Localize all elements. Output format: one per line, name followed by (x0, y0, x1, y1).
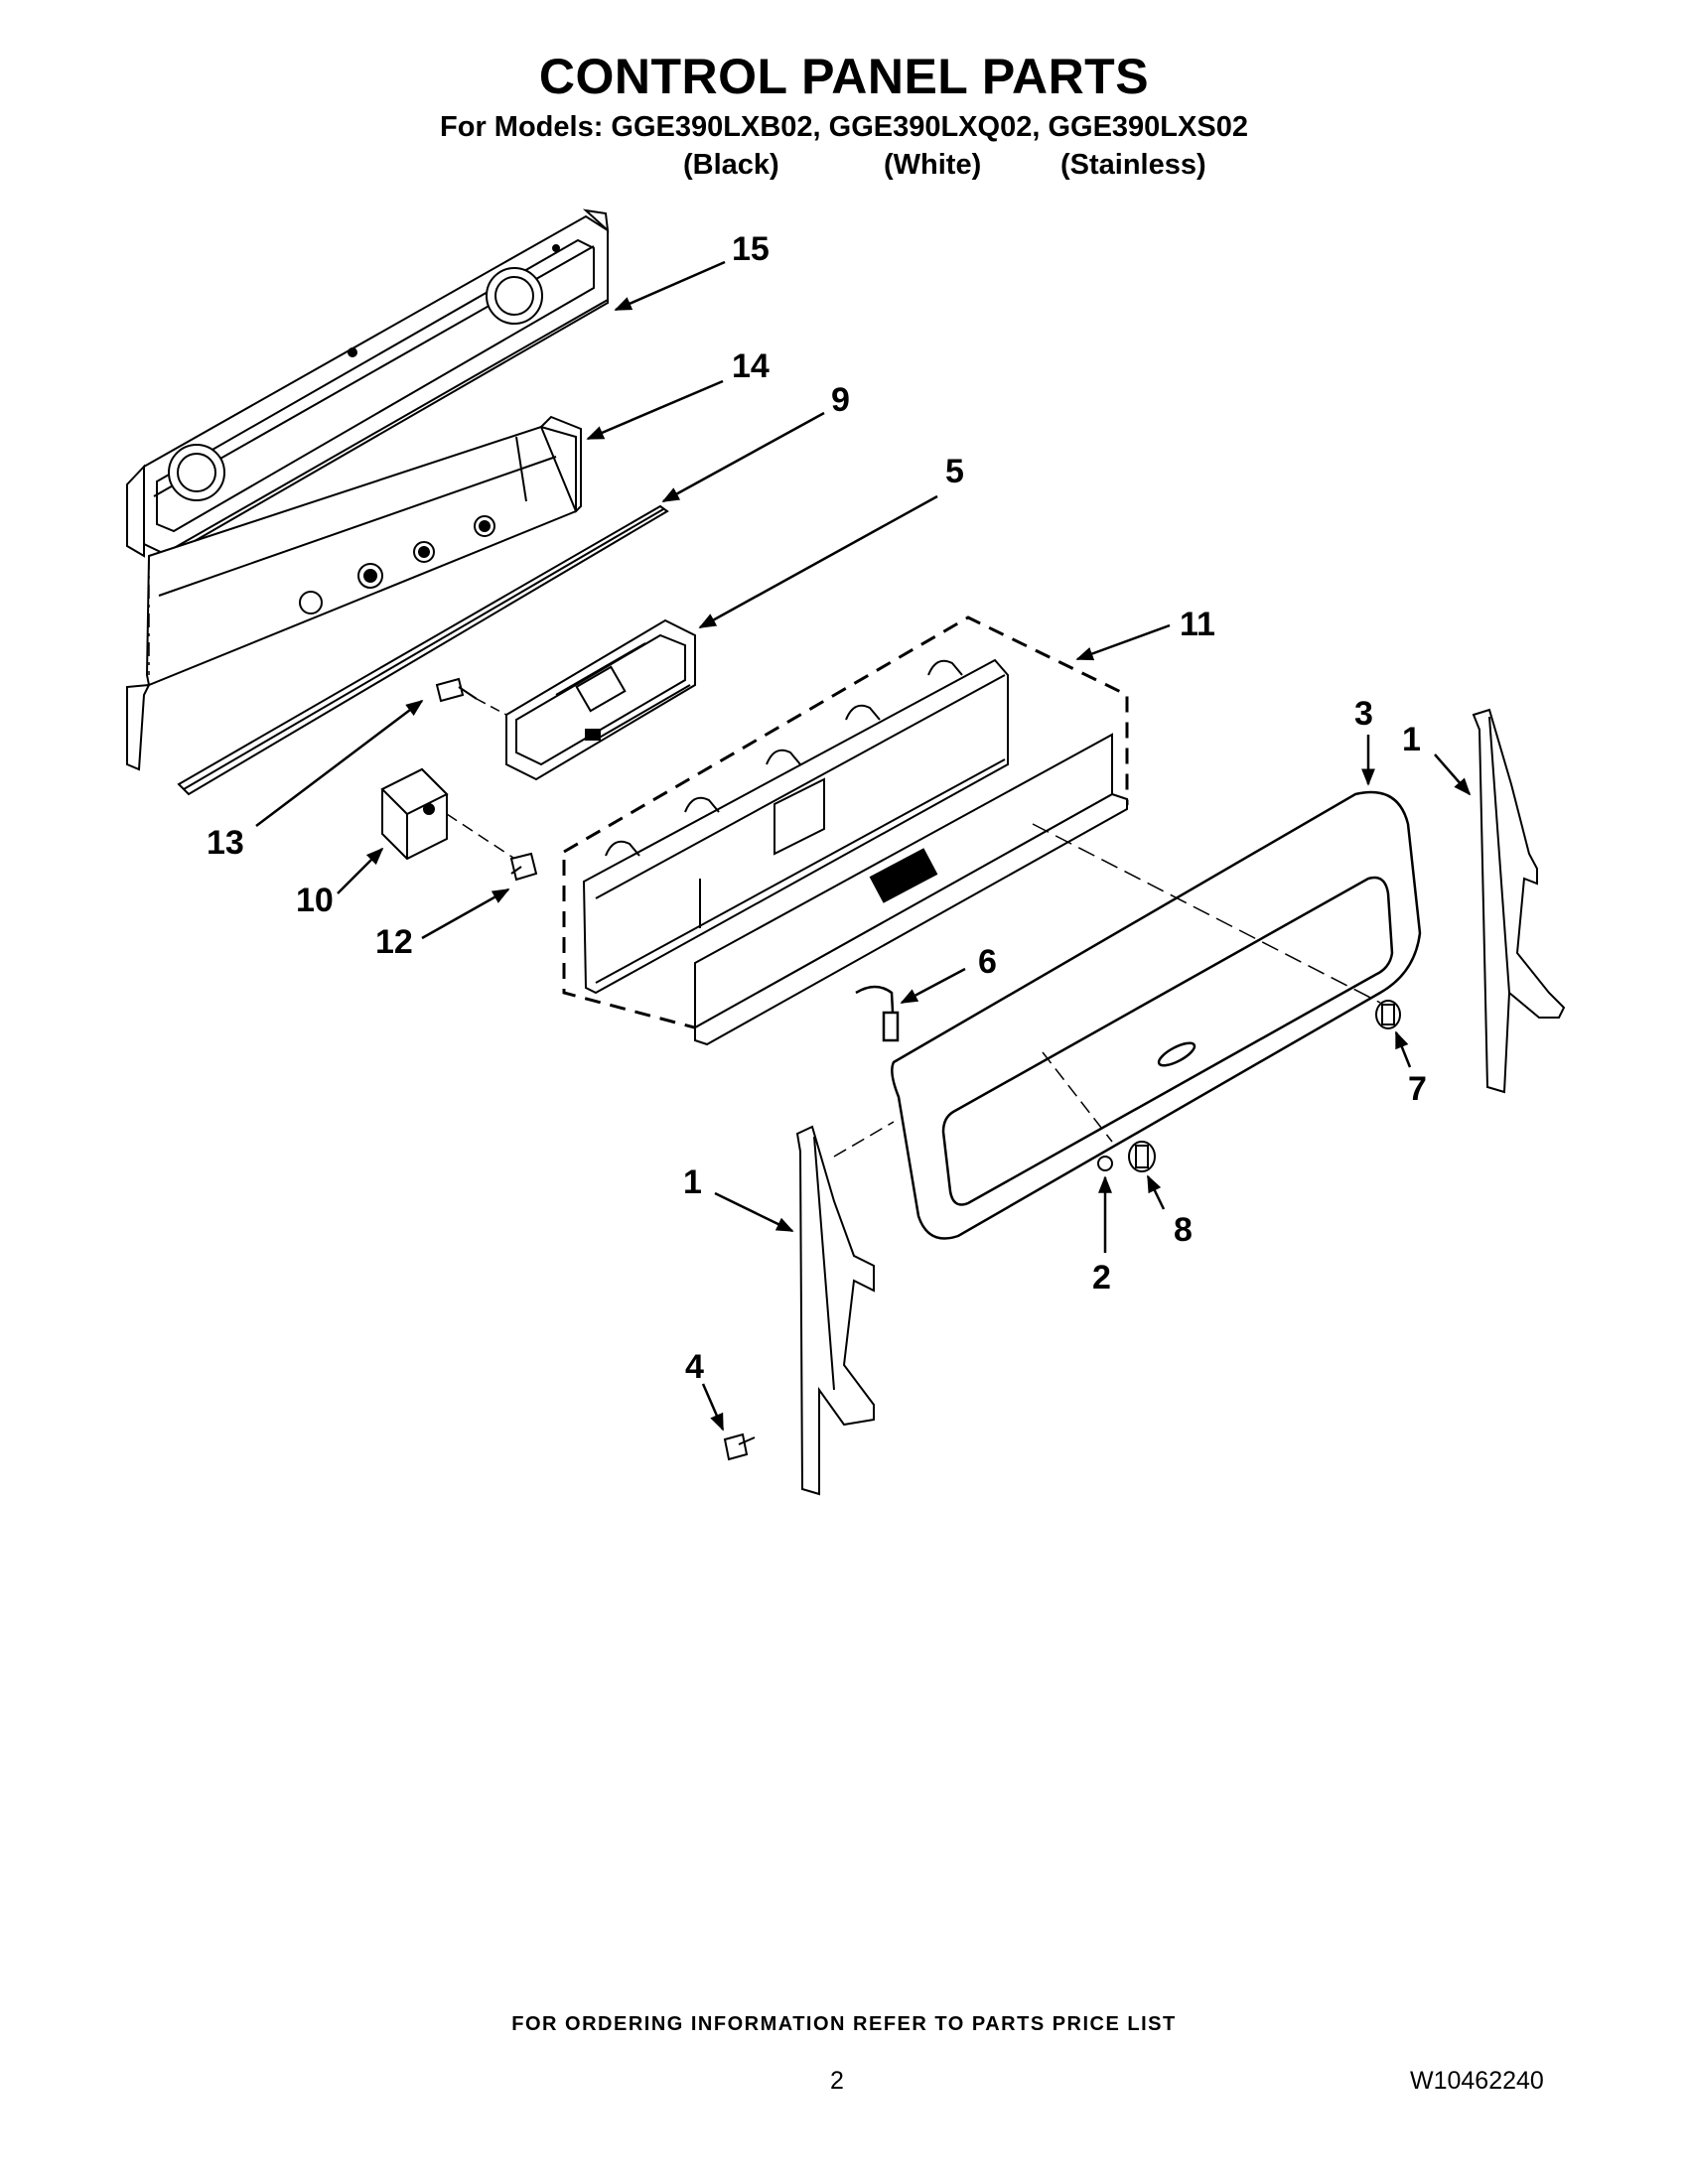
part-4-screw (723, 1433, 756, 1461)
callout-1-right: 1 (1402, 721, 1421, 758)
variant-black: (Black) (683, 149, 779, 181)
callout-5: 5 (945, 453, 964, 490)
callout-13: 13 (207, 824, 244, 862)
callout-15: 15 (732, 230, 770, 268)
part-15-rear-panel (126, 208, 610, 558)
callout-1-left: 1 (683, 1163, 702, 1201)
part-9-trim-strip (177, 504, 669, 796)
callout-leaders (255, 260, 1472, 1432)
callout-11: 11 (1180, 606, 1215, 643)
part-6-wire-harness (855, 985, 900, 1042)
part-3-control-panel-trim (891, 790, 1422, 1240)
part-12-screw (509, 852, 538, 882)
part-14-manifold-panel (126, 415, 582, 771)
callout-12: 12 (375, 923, 413, 961)
part-5-control-board (505, 618, 696, 781)
part-1-side-cap-right (1472, 708, 1566, 1094)
callout-6: 6 (978, 943, 997, 981)
part-1-side-cap-left (795, 1125, 875, 1496)
page-title: CONTROL PANEL PARTS (538, 49, 1150, 104)
part-7-knob (1375, 1000, 1401, 1029)
callout-2: 2 (1092, 1259, 1111, 1297)
models-line: For Models: GGE390LXB02, GGE390LXQ02, GG… (440, 111, 1248, 143)
callout-10: 10 (296, 882, 334, 919)
part-13-screw (435, 677, 478, 703)
ordering-note: FOR ORDERING INFORMATION REFER TO PARTS … (511, 2013, 1177, 2035)
variant-stainless: (Stainless) (1060, 149, 1206, 181)
variant-white: (White) (884, 149, 982, 181)
callout-9: 9 (831, 381, 850, 419)
callout-3: 3 (1354, 695, 1373, 733)
part-8-knob (1128, 1141, 1156, 1172)
page-number: 2 (830, 2067, 844, 2095)
callout-8: 8 (1174, 1211, 1193, 1249)
document-number: W10462240 (1410, 2067, 1544, 2095)
callout-7: 7 (1408, 1070, 1427, 1108)
callout-14: 14 (732, 347, 770, 385)
part-11-control-panel-assembly (562, 615, 1129, 1046)
part-10-switch-block (380, 767, 449, 861)
part-2-screw (1097, 1156, 1113, 1171)
callout-4: 4 (685, 1348, 704, 1386)
